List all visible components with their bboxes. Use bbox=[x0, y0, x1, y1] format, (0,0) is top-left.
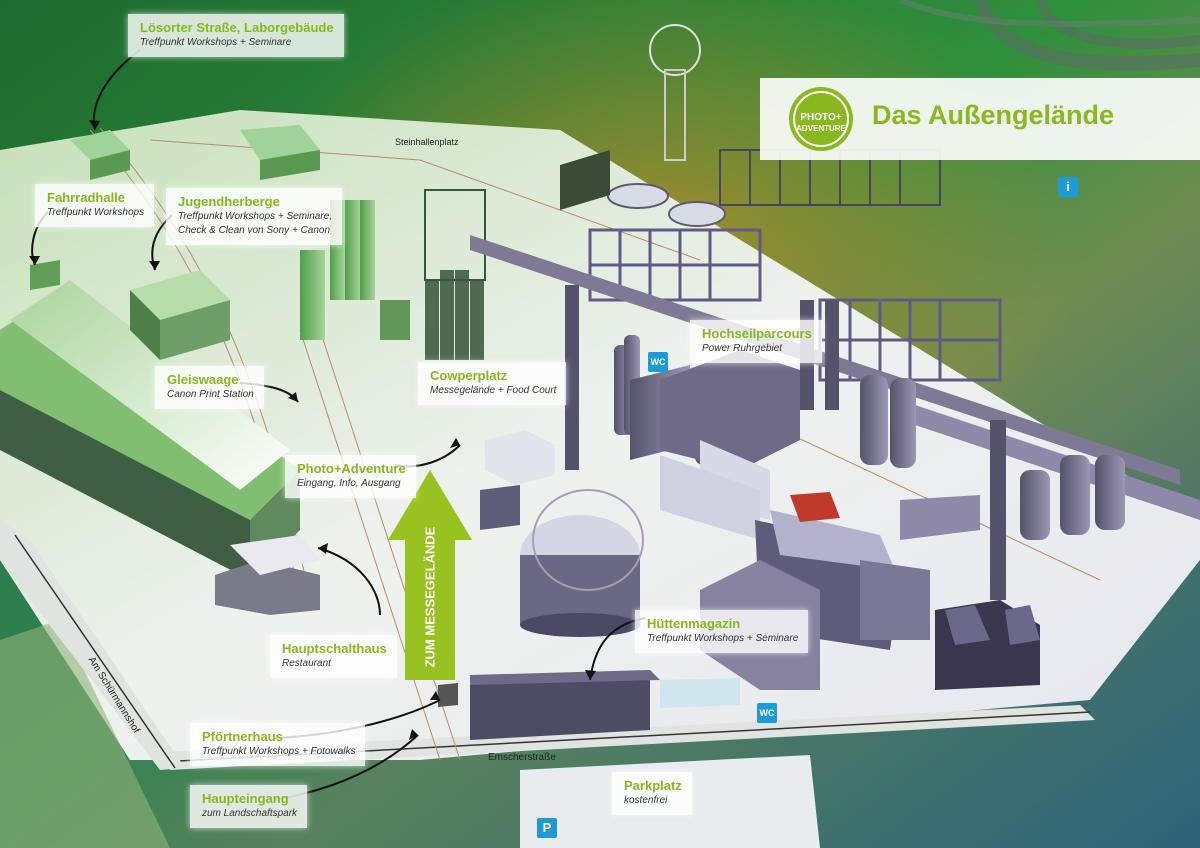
label-title: Hauptschalthaus bbox=[282, 641, 387, 656]
label-subtitle: Canon Print Station bbox=[167, 389, 254, 400]
label-gleiswaage[interactable]: Gleiswaage Canon Print Station bbox=[155, 366, 264, 409]
label-title: Lösorter Straße, Laborgebäude bbox=[140, 20, 334, 35]
street-steinhallenplatz: Steinhallenplatz bbox=[395, 137, 459, 147]
label-subtitle-2: Check & Clean von Sony + Canon bbox=[178, 225, 331, 236]
label-hauptschalthaus[interactable]: Hauptschalthaus Restaurant bbox=[270, 635, 397, 678]
label-hochseilparcours[interactable]: Hochseilparcours Power Ruhrgebiet bbox=[690, 320, 822, 363]
label-subtitle: Treffpunkt Workshops + Seminare, bbox=[178, 211, 333, 222]
label-subtitle: Messegelände + Food Court bbox=[430, 385, 557, 396]
label-photoadventure[interactable]: Photo+Adventure Eingang, Info, Ausgang bbox=[285, 455, 416, 498]
label-subtitle: Treffpunkt Workshops + Fotowalks bbox=[202, 746, 356, 757]
label-subtitle: Treffpunkt Workshops + Seminare bbox=[647, 633, 799, 644]
label-pfoertnerhaus[interactable]: Pförtnerhaus Treffpunkt Workshops + Foto… bbox=[190, 723, 366, 766]
label-subtitle: Power Ruhrgebiet bbox=[702, 343, 783, 354]
label-haupteingang[interactable]: Haupteingang zum Landschaftspark bbox=[190, 785, 308, 828]
photo-adventure-logo: PHOTO+ ADVENTURE bbox=[789, 87, 853, 151]
svg-text:ADVENTURE: ADVENTURE bbox=[796, 124, 846, 133]
info-icon: i bbox=[1058, 177, 1078, 197]
toilet-icon: WC bbox=[757, 703, 777, 723]
label-subtitle: kostenfrei bbox=[624, 795, 668, 806]
page-title: Das Außengelände bbox=[872, 100, 1115, 130]
label-subtitle: zum Landschaftspark bbox=[202, 808, 298, 819]
label-title: Fahrradhalle bbox=[47, 190, 126, 205]
svg-text:PHOTO+: PHOTO+ bbox=[800, 112, 841, 123]
title-banner: PHOTO+ ADVENTURE Das Außengelände bbox=[760, 78, 1200, 160]
label-subtitle: Treffpunkt Workshops + Seminare bbox=[140, 37, 292, 48]
street-emscherstrasse: Emscherstraße bbox=[488, 752, 556, 763]
label-title: Pförtnerhaus bbox=[202, 729, 283, 744]
label-title: Hüttenmagazin bbox=[647, 616, 741, 631]
label-huettenmagazin[interactable]: Hüttenmagazin Treffpunkt Workshops + Sem… bbox=[635, 610, 809, 653]
label-title: Jugendherberge bbox=[178, 194, 280, 209]
label-title: Hochseilparcours bbox=[702, 326, 812, 341]
parking-icon: P bbox=[537, 818, 557, 838]
label-fahrradhalle[interactable]: Fahrradhalle Treffpunkt Workshops bbox=[35, 184, 155, 227]
label-parkplatz[interactable]: Parkplatz kostenfrei bbox=[612, 772, 692, 815]
arrow-zum-messegelaende: ZUM MESSEGELÄNDE bbox=[422, 526, 438, 668]
label-subtitle: Treffpunkt Workshops bbox=[47, 207, 145, 218]
label-title: Gleiswaage bbox=[167, 372, 239, 387]
label-jugendherberge[interactable]: Jugendherberge Treffpunkt Workshops + Se… bbox=[166, 188, 343, 245]
label-cowperplatz[interactable]: Cowperplatz Messegelände + Food Court bbox=[418, 362, 567, 405]
label-subtitle: Restaurant bbox=[282, 658, 331, 669]
label-title: Parkplatz bbox=[624, 778, 682, 793]
label-title: Photo+Adventure bbox=[297, 461, 406, 476]
label-title: Haupteingang bbox=[202, 791, 289, 806]
label-loesorter[interactable]: Lösorter Straße, Laborgebäude Treffpunkt… bbox=[128, 14, 344, 57]
toilet-icon: WC bbox=[648, 352, 668, 372]
label-title: Cowperplatz bbox=[430, 368, 508, 383]
label-subtitle: Eingang, Info, Ausgang bbox=[297, 478, 401, 489]
